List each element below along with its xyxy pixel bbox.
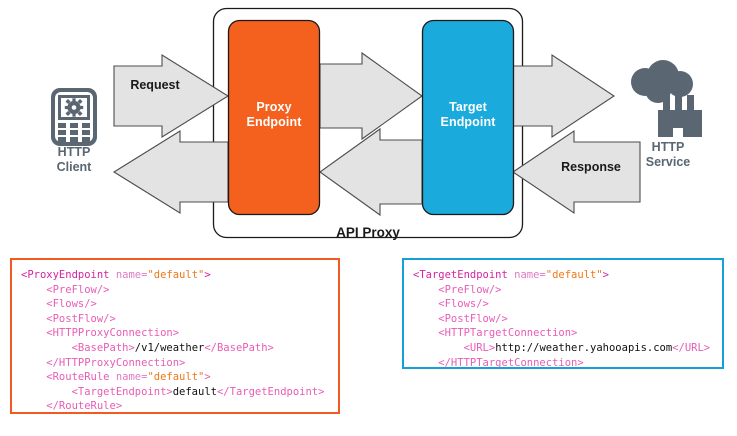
proxy-endpoint-box xyxy=(227,19,321,216)
code-line: <Flows/> xyxy=(413,298,489,311)
code-line: </HTTPTargetConnection> xyxy=(413,356,584,369)
code-line: <BasePath>/v1/weather</BasePath> xyxy=(21,341,274,354)
arrow-target-to-proxy xyxy=(319,127,423,217)
code-line: <URL>http://weather.yahooapis.com</URL> xyxy=(413,341,711,354)
mobile-phone-gear-icon xyxy=(51,88,97,146)
proxy-endpoint-label: Proxy Endpoint xyxy=(246,100,302,129)
code-line: </HTTPProxyConnection> xyxy=(21,356,186,369)
code-line: <HTTPProxyConnection> xyxy=(21,327,180,340)
code-line: <TargetEndpoint name="default"> xyxy=(413,269,609,281)
arrow-proxy-to-target xyxy=(319,51,423,141)
target-endpoint-code-block: <TargetEndpoint name="default"> <PreFlow… xyxy=(402,258,724,369)
code-line: <PostFlow/> xyxy=(21,312,116,325)
code-line: <TargetEndpoint>default</TargetEndpoint> xyxy=(21,385,325,398)
target-endpoint-box xyxy=(421,19,515,216)
arrow-label-response: Response xyxy=(561,160,621,174)
arrow-response xyxy=(512,129,641,215)
target-endpoint-label: Target Endpoint xyxy=(440,100,496,129)
code-line: <PreFlow/> xyxy=(21,283,110,296)
code-line: <ProxyEndpoint name="default"> xyxy=(21,269,211,281)
code-line: <RouteRule name="default"> xyxy=(21,371,211,384)
code-line: <PreFlow/> xyxy=(413,283,502,296)
proxy-endpoint-code-block: <ProxyEndpoint name="default"> <PreFlow/… xyxy=(10,258,340,414)
arrow-label-request: Request xyxy=(130,78,180,92)
code-line: <PostFlow/> xyxy=(413,312,508,325)
cloud-factory-icon xyxy=(631,60,702,137)
http-service-label: HTTP Service xyxy=(645,140,691,169)
arrow-request xyxy=(113,54,230,138)
api-proxy-title: API Proxy xyxy=(336,225,400,240)
code-line: </RouteRule> xyxy=(21,400,123,413)
http-client-label: HTTP Client xyxy=(56,145,92,174)
arrow-client-return xyxy=(112,130,229,214)
code-line: <HTTPTargetConnection> xyxy=(413,327,578,340)
code-line: <Flows/> xyxy=(21,298,97,311)
arrow-target-to-service xyxy=(512,53,615,139)
